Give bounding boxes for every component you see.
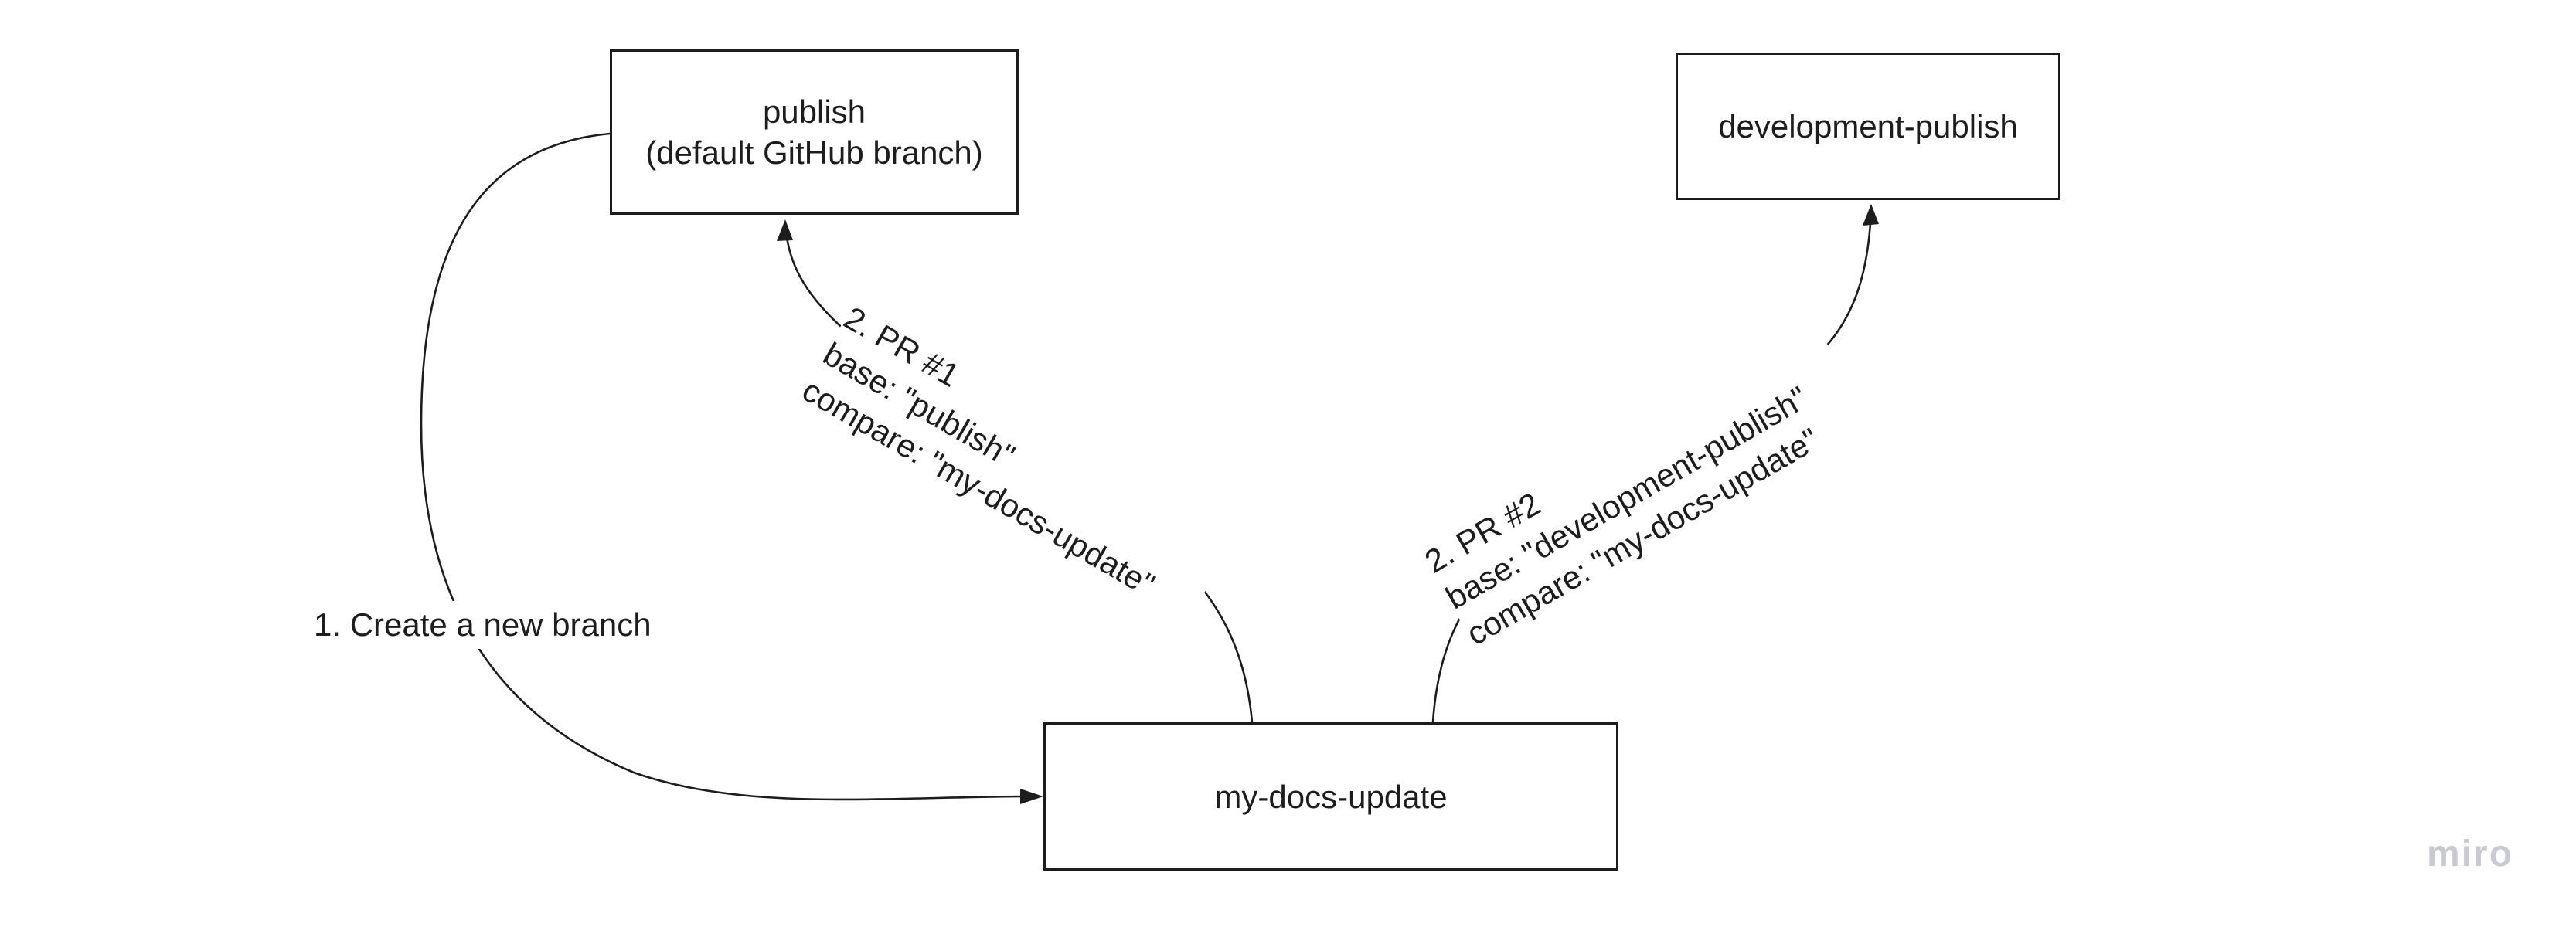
miro-watermark: miro xyxy=(2427,834,2514,874)
node-development-publish[interactable]: development-publish xyxy=(1676,53,2060,200)
node-publish[interactable]: publish (default GitHub branch) xyxy=(610,49,1019,215)
arrowhead-into-my-docs-update xyxy=(1020,789,1043,804)
edge-label-create-branch[interactable]: 1. Create a new branch xyxy=(308,601,658,649)
node-my-docs-update-label: my-docs-update xyxy=(1214,778,1448,815)
arrowhead-into-development-publish xyxy=(1863,204,1879,226)
arrowhead-into-publish xyxy=(777,219,793,241)
node-development-publish-label: development-publish xyxy=(1718,108,2018,144)
node-my-docs-update[interactable]: my-docs-update xyxy=(1043,722,1618,871)
node-publish-label-line2: (default GitHub branch) xyxy=(645,134,983,171)
node-publish-label-line1: publish xyxy=(762,93,866,130)
